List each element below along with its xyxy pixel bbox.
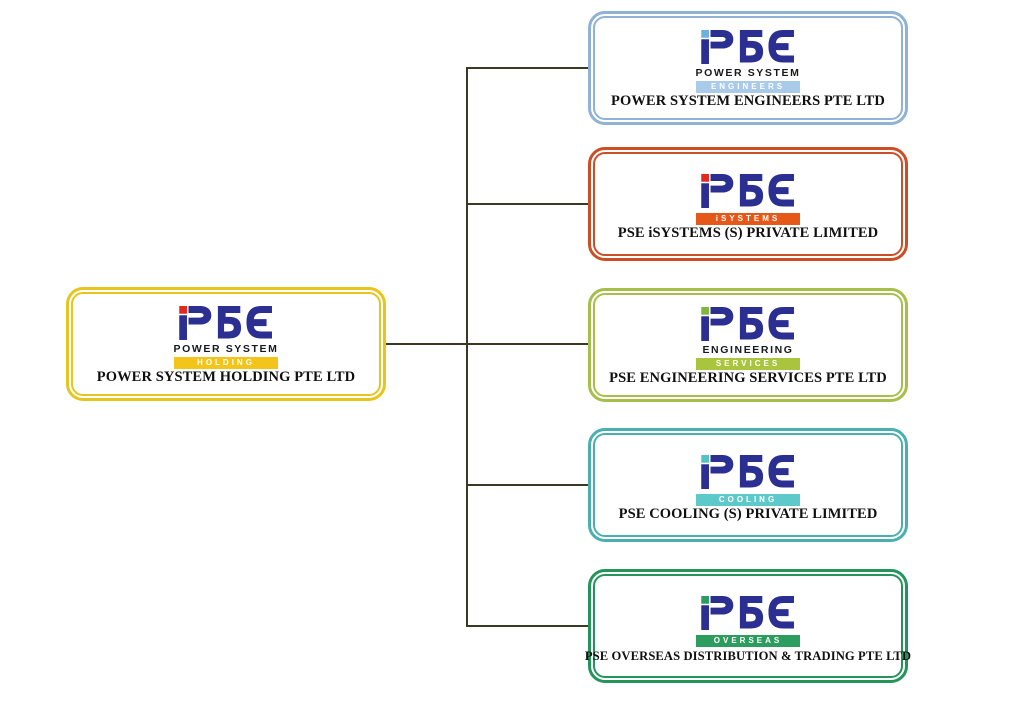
logo-subtitle: POWER SYSTEM bbox=[695, 67, 801, 79]
pse-holding-logo: POWER SYSTEM HOLDING bbox=[174, 306, 278, 369]
pse-logo-icon bbox=[701, 30, 794, 64]
pse-logo-icon bbox=[701, 174, 794, 208]
pse-isystems-logo: iSYSTEMS bbox=[696, 174, 800, 225]
connector-to-overseas bbox=[466, 625, 588, 627]
company-name: POWER SYSTEM ENGINEERS PTE LTD bbox=[610, 93, 885, 109]
logo-division-bar: COOLING bbox=[696, 494, 800, 506]
org-box-pse-engineering-services: ENGINEERING SERVICES PSE ENGINEERING SER… bbox=[588, 288, 908, 402]
connector-to-cooling bbox=[466, 484, 588, 486]
company-name: PSE ENGINEERING SERVICES PTE LTD bbox=[609, 370, 887, 386]
connector-trunk-vertical bbox=[466, 67, 468, 627]
logo-division-bar: iSYSTEMS bbox=[696, 213, 800, 225]
org-box-cooling-inner: COOLING PSE COOLING (S) PRIVATE LIMITED bbox=[593, 433, 903, 537]
logo-division-bar: HOLDING bbox=[174, 357, 278, 369]
org-box-pse-cooling: COOLING PSE COOLING (S) PRIVATE LIMITED bbox=[588, 428, 908, 542]
pse-engineering-services-logo: ENGINEERING SERVICES bbox=[696, 307, 800, 370]
pse-logo-icon bbox=[701, 596, 794, 630]
org-box-pse-isystems: iSYSTEMS PSE iSYSTEMS (S) PRIVATE LIMITE… bbox=[588, 147, 908, 261]
connector-to-isystems bbox=[466, 203, 588, 205]
logo-subtitle: ENGINEERING bbox=[702, 344, 794, 356]
pse-engineers-logo: POWER SYSTEM ENGINEERS bbox=[696, 30, 800, 93]
company-name: PSE iSYSTEMS (S) PRIVATE LIMITED bbox=[617, 225, 879, 241]
company-name: POWER SYSTEM HOLDING PTE LTD bbox=[96, 369, 356, 385]
pse-cooling-logo: COOLING bbox=[696, 455, 800, 506]
org-box-holding-inner: POWER SYSTEM HOLDING POWER SYSTEM HOLDIN… bbox=[71, 292, 381, 396]
pse-logo-icon bbox=[179, 306, 272, 340]
logo-subtitle: POWER SYSTEM bbox=[173, 343, 279, 355]
org-box-pse-overseas: OVERSEAS PSE OVERSEAS DISTRIBUTION & TRA… bbox=[585, 569, 911, 683]
org-box-engineers-inner: POWER SYSTEM ENGINEERS POWER SYSTEM ENGI… bbox=[593, 16, 903, 120]
connector-root-to-engineering-services bbox=[386, 343, 588, 345]
org-box-engineering-services-inner: ENGINEERING SERVICES PSE ENGINEERING SER… bbox=[593, 293, 903, 397]
company-name: PSE OVERSEAS DISTRIBUTION & TRADING PTE … bbox=[584, 649, 912, 663]
company-name: PSE COOLING (S) PRIVATE LIMITED bbox=[618, 506, 878, 522]
org-box-overseas-inner: OVERSEAS PSE OVERSEAS DISTRIBUTION & TRA… bbox=[585, 574, 911, 678]
logo-division-bar: ENGINEERS bbox=[696, 81, 800, 93]
logo-division-bar: SERVICES bbox=[696, 358, 800, 370]
pse-logo-icon bbox=[701, 455, 794, 489]
org-box-isystems-inner: iSYSTEMS PSE iSYSTEMS (S) PRIVATE LIMITE… bbox=[593, 152, 903, 256]
pse-logo-icon bbox=[701, 307, 794, 341]
connector-to-power-system-engineers bbox=[466, 67, 588, 69]
pse-overseas-logo: OVERSEAS bbox=[696, 596, 800, 647]
org-box-power-system-holding: POWER SYSTEM HOLDING POWER SYSTEM HOLDIN… bbox=[66, 287, 386, 401]
logo-division-bar: OVERSEAS bbox=[696, 635, 800, 647]
org-box-power-system-engineers: POWER SYSTEM ENGINEERS POWER SYSTEM ENGI… bbox=[588, 11, 908, 125]
